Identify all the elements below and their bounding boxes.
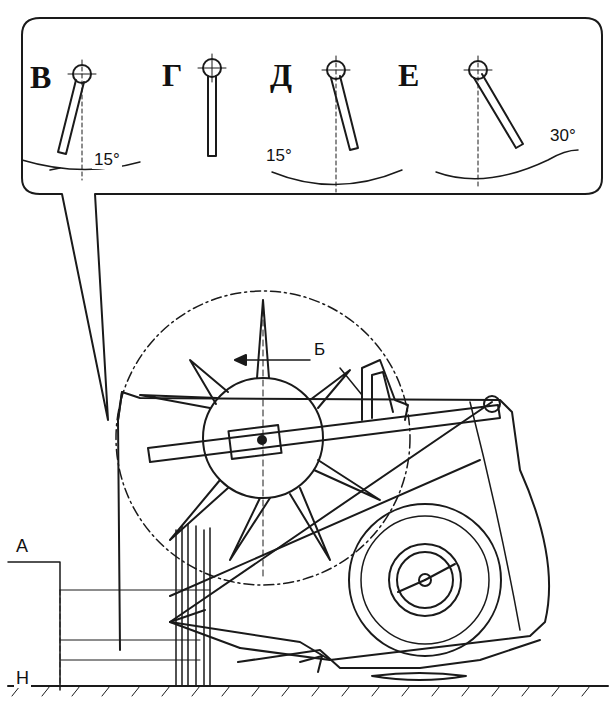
dimension-letter: Н xyxy=(14,668,31,688)
height-dimension xyxy=(8,562,210,690)
view-letter: Е xyxy=(396,58,421,92)
pendulum-inset xyxy=(198,54,226,156)
pendulum-inset xyxy=(436,56,578,186)
dimension-letter: Б xyxy=(312,340,327,359)
crop-stalks xyxy=(176,524,210,686)
pendulum-inset xyxy=(22,60,140,180)
reel xyxy=(116,291,500,585)
view-letter: Д xyxy=(268,58,294,92)
view-letter: Г xyxy=(160,58,184,92)
angle-label: 15° xyxy=(264,146,294,165)
view-letter: В xyxy=(28,60,53,94)
callout-bubble xyxy=(22,18,602,420)
ground-line xyxy=(8,686,608,696)
angle-label: 15° xyxy=(92,150,122,169)
dimension-letter: А xyxy=(14,536,30,556)
angle-label: 30° xyxy=(548,126,578,145)
